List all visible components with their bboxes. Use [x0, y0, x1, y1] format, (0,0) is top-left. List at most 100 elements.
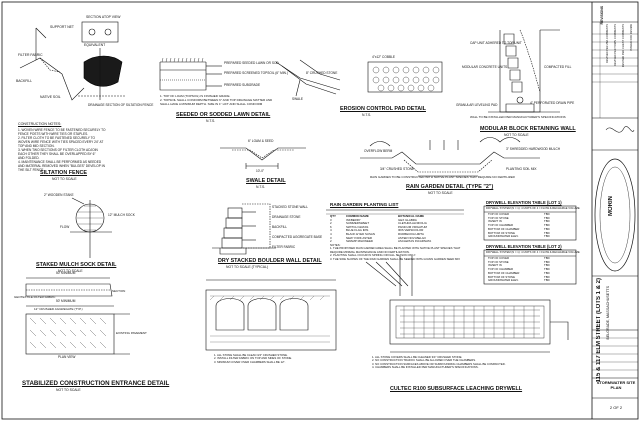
drywell-table-2-caption: DRYWELL SYSTEM (N = 1): 4 UNITS OF 4 = F…: [486, 251, 580, 254]
firm-logo: MORIN: [608, 196, 614, 216]
revision-item: ISSUED FOR REVIEW: [630, 24, 633, 51]
cobble-label: 4"x12" COBBLE: [372, 55, 395, 59]
note-line: WOVEN WIRE FENCE WITH TIES SPACED EVERY …: [18, 140, 104, 144]
loam-seed-label: 6" LOAM & SEED: [248, 139, 274, 143]
overflow-label: OVERFLOW BERM: [364, 149, 393, 153]
note-line: REQUIRE MINIMAL MAINTENANCE AND NO FERTI…: [330, 249, 410, 254]
mulch-sock-graphic: [70, 197, 112, 258]
drywell-table-1: TOP OF COVER TBD TOP OF STONE TBD INVERT I…: [488, 212, 550, 239]
swale-dim-label: 10'-0": [256, 169, 265, 173]
drywell-tables-graphic: [483, 205, 577, 285]
note-line: 1. ALL STONE COVERS SHALL BE CLEANED 3/4…: [372, 355, 463, 359]
table-row: GROUNDWATER ELEV.TBD: [488, 279, 550, 283]
table-row: 3 INKBERRY ILEX GLABRA: [330, 217, 458, 223]
note-line: 2. FILTER CLOTH TO BE FASTENED SECURELY …: [18, 136, 95, 140]
table-cell: INVERT IN: [488, 219, 502, 224]
table-cell: TBD: [544, 256, 550, 260]
section-label: SECTION: [112, 289, 126, 293]
construction-entrance-title: STABILIZED CONSTRUCTION ENTRANCE DETAIL: [22, 380, 170, 387]
table-cell: ILEX GLABRA: [398, 217, 417, 222]
table-cell: TOP OF COVER: [488, 256, 510, 260]
drain-pipe-label: 4" PERFORATED DRAIN PIPE: [530, 101, 575, 105]
stone-label: 3/4" CRUSHED STONE: [380, 167, 415, 171]
lawn-detail-graphic: [159, 57, 222, 91]
table-cell: TBD: [544, 267, 550, 272]
geotextile-label: GEOTEXTILE FILTER FABRIC: [14, 295, 56, 299]
table-cell: BOTTOM OF STONE: [488, 274, 515, 279]
backfill-label: BACKFILL: [16, 79, 33, 83]
drywell-detail-title: CULTEC R100 SUBSURFACE LEACHING DRYWELL: [390, 386, 523, 392]
table-cell: 4: [330, 231, 332, 236]
table-cell: TBD: [544, 259, 550, 264]
rain-garden-title: RAIN GARDEN DETAIL (TYPE "2"): [406, 184, 494, 190]
signature-mark: [605, 126, 635, 133]
compacted-base-label: COMPACTED AGGREGATE BASE: [272, 235, 323, 239]
filter-fabric-label: FILTER FABRIC: [18, 53, 43, 57]
note-line: 2. NO CONSTRUCTION TRAFFIC SHALL BE ALLO…: [372, 358, 476, 363]
siltation-notes: 1. WOVEN WIRE FENCE TO BE FASTENED SECUR…: [18, 128, 106, 172]
table-cell: INKBERRY: [346, 217, 361, 222]
table-cell: BOTTOM OF CHAMBER: [488, 226, 520, 231]
table-cell: TOP OF STONE: [488, 215, 509, 220]
project-town: BELGRADE, MASSACHUSETTS: [606, 286, 610, 340]
cap-unit-label: CAP UNIT ADHERED TO TOP UNIT: [470, 41, 522, 45]
drywell-notes: 1. ALL STONE COVERS SHALL BE CLEANED 3/4…: [372, 355, 506, 370]
table-cell: BLUE FLAG IRIS: [346, 228, 369, 233]
revision-item: REVISED PER TOWN COMMENTS: [614, 24, 617, 66]
note-line: 2. PLANTING SHALL OCCUR IN SPRING OR FAL…: [330, 253, 416, 258]
note-line: 4. CHAMBERS SHALL BE INSTALLED PER MANUF…: [372, 365, 479, 370]
swale-title: SWALE DETAIL: [246, 178, 286, 184]
support-net-label: SUPPORT NET: [50, 25, 74, 29]
note-line: 1. THE PROPOSED RAIN GARDEN AREA SHALL B…: [330, 246, 461, 251]
construction-notes-heading: CONSTRUCTION NOTES:: [18, 122, 62, 126]
sheet-number: 2 OF 2: [609, 405, 623, 410]
table-cell: TBD: [544, 215, 550, 220]
table-cell: BOTTOM OF CHAMBER: [488, 270, 520, 275]
table-cell: TBD: [544, 212, 550, 216]
table-row: GROUNDWATER ELEV.TBD: [488, 235, 550, 239]
compacted-fill-label: COMPACTED FILL: [544, 65, 572, 69]
table-cell: 2: [330, 239, 332, 244]
table-cell: TBD: [544, 263, 550, 268]
table-cell: SWITCH GRASS: [346, 224, 369, 229]
note-line: THE SILT FENCE.: [18, 168, 45, 172]
flow-label: FLOW: [60, 225, 70, 229]
table-cell: 6: [330, 224, 332, 229]
erosion-pad-title: EROSION CONTROL PAD DETAIL: [340, 106, 426, 112]
note-line: EACH OTHER THEY SHALL BE OVERLAPPED BY 6…: [18, 152, 96, 156]
seeded-lawn-scale: N.T.S.: [206, 119, 216, 123]
note-line: AND MATERIAL REMOVED WHEN "BULGES" DEVEL…: [18, 164, 105, 168]
drywell-table-1-title: DRYWELL ELEVATION TABLE (LOT 1): [486, 200, 562, 205]
mulch-label: 3" SHREDDED HARDWOOD MULCH: [506, 147, 561, 151]
note-line: SHALL HAVE A MINIMUM DEPTH. SIZE IN 1" L…: [160, 102, 263, 106]
note-line: TOP AND MID SECTION.: [18, 144, 55, 148]
table-cell: TBD: [544, 230, 550, 235]
table-cell: SUMMERSWEET: [346, 221, 370, 226]
section-a-label: SECTION A: [86, 15, 105, 19]
boulder-backfill-label: BACKFILL: [272, 225, 288, 229]
prepared-screened-label: PREPARED SCREENED TOPSOIL (6" MIN.): [224, 71, 288, 75]
rain-garden-scale: NOT TO SCALE: [428, 191, 453, 195]
siltation-fence-scale: NOT TO SCALE: [52, 177, 77, 181]
table-cell: ASTER NOVI-BELGII: [398, 235, 426, 240]
min-length-label-1: 50' MINIMUM: [56, 271, 76, 275]
table-cell: GROUNDWATER ELEV.: [488, 234, 519, 239]
construction-entrance-graphic: [25, 277, 130, 355]
modular-wall-scale: NOT TO SCALE: [504, 133, 529, 137]
header-cell: COMMON NAME: [346, 214, 369, 218]
table-row: BOTTOM OF CHAMBER TBD: [488, 270, 550, 276]
leveling-pad-label: GRANULAR LEVELING PAD: [456, 103, 498, 107]
mulch-sock-title: STAKED MULCH SOCK DETAIL: [36, 262, 117, 268]
table-cell: TOP OF COVER: [488, 212, 510, 216]
table-cell: 3: [330, 217, 332, 222]
drywell-detail-graphic: [365, 256, 569, 353]
sock-label: 12" MULCH SOCK: [108, 213, 135, 217]
table-cell: RUDBECKIA HIRTA: [398, 231, 424, 236]
